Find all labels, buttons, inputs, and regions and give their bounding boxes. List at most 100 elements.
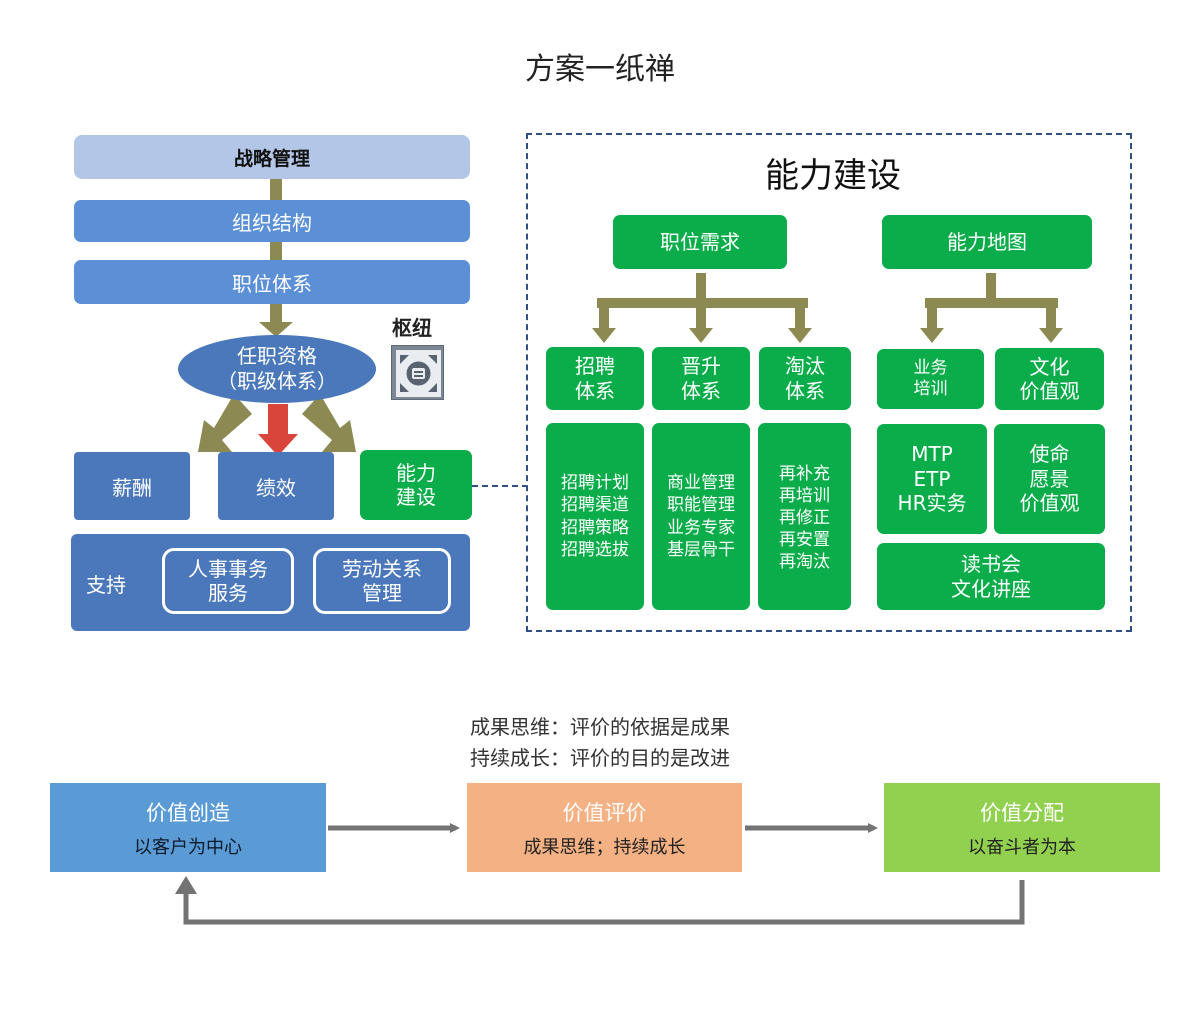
elimination-detail-item: 再培训 [779,486,830,507]
support-label: 支持 [86,573,126,597]
tree1-left-drop [599,298,609,330]
note-result-thinking: 成果思维：评价的依据是成果 [470,715,730,739]
capability-panel-frame [526,133,1132,632]
tree2-left-drop [927,298,937,330]
note-continuous-growth: 持续成长：评价的目的是改进 [470,746,730,770]
value-create-box: 价值创造 以客户为中心 [50,783,326,872]
strategy-bar: 战略管理 [74,135,470,179]
elimination-detail-box: 再补充 再培训 再修正 再安置 再淘汰 [758,423,851,610]
evaluation-notes: 成果思维：评价的依据是成果 持续成长：评价的目的是改进 [470,712,770,776]
reading-club-box: 读书会 文化讲座 [877,543,1105,610]
spine-position-qualification [270,303,282,325]
mission-detail-box: 使命 愿景 价值观 [994,424,1105,534]
training-detail-box: MTP ETP HR实务 [877,424,987,534]
labor-relations-pill: 劳动关系 管理 [313,548,451,614]
tree1-right-head [788,328,812,343]
mission-detail-item: 价值观 [1019,491,1080,516]
culture-line-1: 文化 [1029,354,1070,379]
business-training-box: 业务 培训 [877,349,984,409]
tree2-right-head [1039,328,1063,343]
recruit-line-2: 体系 [575,378,615,403]
recruit-detail-item: 招聘选拔 [561,539,629,560]
recruit-system-box: 招聘 体系 [546,347,644,410]
mission-detail-item: 愿景 [1029,466,1070,491]
hr-affairs-line-2: 服务 [208,581,248,605]
spine-strategy-org [270,178,282,202]
tree2-left-head [920,328,944,343]
tree1-mid-drop [696,298,706,330]
promotion-system-box: 晋升 体系 [652,347,750,410]
labor-line-1: 劳动关系 [342,557,422,581]
pivot-label: 枢纽 [392,316,432,340]
tree1-mid-head [689,328,713,343]
value-evaluate-sub: 成果思维；持续成长 [523,836,686,858]
tree2-right-drop [1046,298,1056,330]
arrow-to-performance-shaft [268,404,288,436]
reading-line-2: 文化讲座 [951,576,1031,601]
value-create-title: 价值创造 [146,800,230,825]
capability-line-2: 建设 [396,485,436,509]
capability-box: 能力 建设 [360,450,472,520]
elimination-line-1: 淘汰 [785,354,825,379]
position-system-bar: 职位体系 [74,260,470,304]
position-demand-box: 职位需求 [613,215,787,269]
promotion-detail-item: 职能管理 [667,495,735,516]
training-line-1: 业务 [913,358,948,379]
promotion-line-2: 体系 [681,378,721,403]
feedback-arrow [183,880,1025,925]
arrow-to-capability [302,394,356,452]
hub-icon [391,345,444,400]
recruit-detail-box: 招聘计划 招聘渠道 招聘策略 招聘选拔 [546,423,644,610]
culture-values-box: 文化 价值观 [995,348,1104,410]
promotion-detail-item: 业务专家 [667,517,735,538]
capability-panel-title: 能力建设 [765,155,901,196]
elimination-detail-item: 再补充 [779,464,830,484]
promotion-detail-box: 商业管理 职能管理 业务专家 基层骨干 [652,423,750,610]
feedback-arrow-head [175,876,197,894]
qualification-ellipse: 任职资格 （职级体系） [178,335,376,403]
reading-line-1: 读书会 [961,552,1021,577]
value-evaluate-box: 价值评价 成果思维；持续成长 [467,783,742,872]
elimination-detail-item: 再淘汰 [779,552,830,573]
training-detail-item: MTP [911,442,953,467]
promotion-detail-item: 商业管理 [667,473,735,494]
elimination-system-box: 淘汰 体系 [759,347,851,410]
org-structure-bar: 组织结构 [74,200,470,242]
recruit-detail-item: 招聘策略 [561,517,629,538]
training-line-2: 培训 [913,379,948,399]
tree1-stem [696,273,706,301]
spine-org-position [270,241,282,262]
value-evaluate-title: 价值评价 [562,800,647,825]
hr-affairs-line-1: 人事事务 [188,557,268,581]
promotion-detail-item: 基层骨干 [667,539,735,560]
tree2-bar [925,298,1058,308]
mission-detail-item: 使命 [1029,442,1070,467]
value-distribute-title: 价值分配 [980,800,1064,825]
tree1-left-head [592,328,616,343]
performance-box: 绩效 [218,452,334,520]
arrowhead-to-qualification [259,322,293,337]
capability-line-1: 能力 [396,460,436,485]
elimination-line-2: 体系 [785,378,825,403]
value-distribute-box: 价值分配 以奋斗者为本 [884,783,1160,872]
elimination-detail-item: 再修正 [779,508,830,529]
recruit-detail-item: 招聘渠道 [561,495,629,516]
value-create-sub: 以客户为中心 [134,836,242,858]
hr-affairs-pill: 人事事务 服务 [162,548,294,614]
promotion-line-1: 晋升 [681,354,721,379]
qualification-line-1: 任职资格 [237,344,317,368]
tree2-stem [986,273,996,301]
arrow-to-salary [198,394,252,452]
culture-line-2: 价值观 [1019,379,1080,403]
recruit-detail-item: 招聘计划 [561,473,629,494]
tree1-right-drop [795,298,805,330]
capability-map-box: 能力地图 [882,215,1092,269]
qualification-line-2: （职级体系） [217,369,337,393]
training-detail-item: HR实务 [897,491,967,516]
page-title: 方案一纸禅 [525,52,675,87]
value-distribute-sub: 以奋斗者为本 [968,836,1076,858]
arrow-to-performance-head [258,434,298,456]
salary-box: 薪酬 [74,452,190,520]
training-detail-item: ETP [913,466,951,491]
